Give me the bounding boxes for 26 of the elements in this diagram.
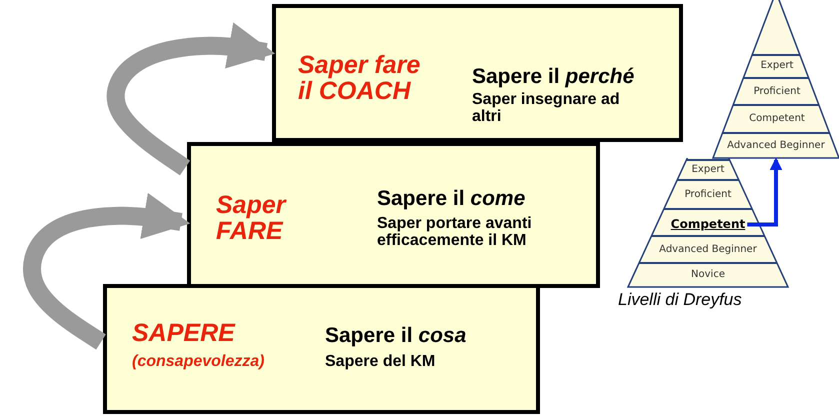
heading-text: Sapere il perché bbox=[472, 66, 636, 88]
heading-text: Sapere il cosa bbox=[325, 325, 468, 348]
heading-text: Sapere il come bbox=[377, 188, 526, 210]
level-label: Competent bbox=[670, 217, 746, 231]
curved-arrow bbox=[106, 22, 276, 176]
level-title: Saper FARE bbox=[216, 192, 288, 244]
description-text: Sapere del KM bbox=[325, 354, 436, 371]
level-label: Advanced Beginner bbox=[659, 244, 757, 255]
level-label: Advanced Beginner bbox=[727, 140, 825, 151]
curved-arrow bbox=[23, 192, 190, 350]
level-label: Novice bbox=[691, 269, 725, 280]
arrow bbox=[747, 157, 782, 226]
level-label: Expert bbox=[760, 60, 794, 71]
level-title: Saper fare il COACH bbox=[298, 52, 422, 104]
description-text: Saper portare avanti efficacemente il KM bbox=[377, 216, 533, 250]
description-text: Saper insegnare ad altri bbox=[472, 92, 621, 126]
level-box bbox=[272, 4, 683, 142]
level-label: Proficient bbox=[754, 86, 800, 97]
level-label: Expert bbox=[692, 164, 724, 175]
level-title: SAPERE bbox=[132, 320, 236, 346]
level-box bbox=[187, 142, 600, 288]
level-box bbox=[103, 284, 540, 414]
caption-text: Livelli di Dreyfus bbox=[618, 290, 742, 310]
level-label: Proficient bbox=[684, 189, 732, 200]
level-subtitle: (consapevolezza) bbox=[132, 354, 266, 371]
level-label: Competent bbox=[749, 113, 805, 124]
